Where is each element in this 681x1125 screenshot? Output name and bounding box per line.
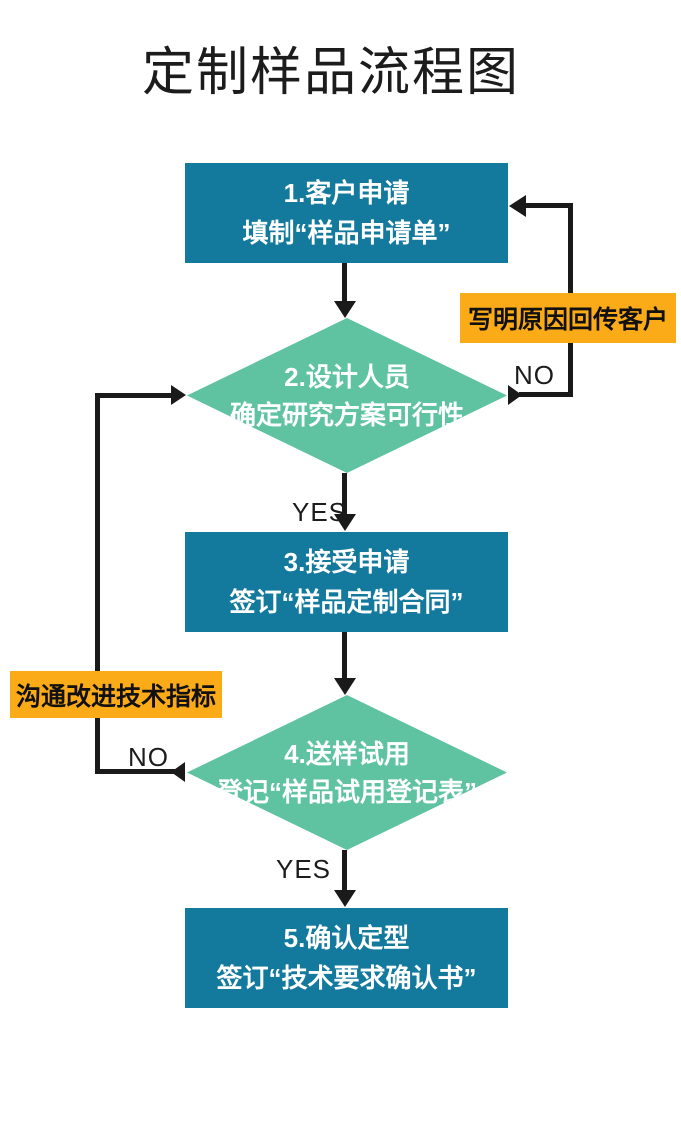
label-yes-2: YES [276,854,332,884]
decision-diamond-step2: 2.设计人员 确定研究方案可行性 [187,318,507,473]
process-box-step1: 1.客户申请 填制“样品申请单” [185,163,508,263]
note-return-to-customer: 写明原因回传客户 [460,293,676,343]
no-left-line-vertical [95,393,100,774]
step1-line2: 填制“样品申请单” [242,218,451,248]
step3-line1: 3.接受申请 [283,547,410,577]
arrowhead-down-4 [334,890,356,907]
decision-diamond-step4: 4.送样试用 登记“样品试用登记表” [187,695,507,850]
step5-line1: 5.确认定型 [283,923,410,953]
flowchart-title: 定制样品流程图 [141,43,520,103]
connector-step2-step3 [342,473,347,515]
no-left-line-horizontal-bottom [95,769,175,774]
step3-line2: 签订“样品定制合同” [229,587,464,617]
process-box-step3: 3.接受申请 签订“样品定制合同” [185,532,508,632]
arrowhead-into-step2 [171,385,186,405]
arrowhead-down-3 [334,678,356,695]
step2-line1: 2.设计人员 [284,361,410,392]
arrowhead-down-2 [334,514,356,531]
no-right-line-horizontal-top [525,203,573,208]
label-no-left: NO [128,742,169,772]
no-left-line-horizontal-top [95,393,171,398]
arrowhead-no-right-start [508,385,522,405]
label-yes-1: YES [292,497,348,527]
no-right-line-horizontal-bottom [519,392,573,397]
label-no-right: NO [514,360,555,390]
process-box-step5: 5.确认定型 签订“技术要求确认书” [185,908,508,1008]
step5-line2: 签订“技术要求确认书” [216,963,477,993]
connector-step4-step5 [342,850,347,891]
arrowhead-down-1 [334,301,356,318]
step2-line2: 确定研究方案可行性 [229,399,464,430]
step1-line1: 1.客户申请 [283,178,410,208]
note-improve-specs: 沟通改进技术指标 [10,671,222,718]
connector-step3-step4 [342,632,347,678]
step4-line2: 登记“样品试用登记表” [216,776,477,807]
step4-line1: 4.送样试用 [284,738,410,769]
arrowhead-into-step1 [509,195,526,217]
arrowhead-no-left-start [171,762,185,782]
connector-step1-step2 [342,263,347,303]
